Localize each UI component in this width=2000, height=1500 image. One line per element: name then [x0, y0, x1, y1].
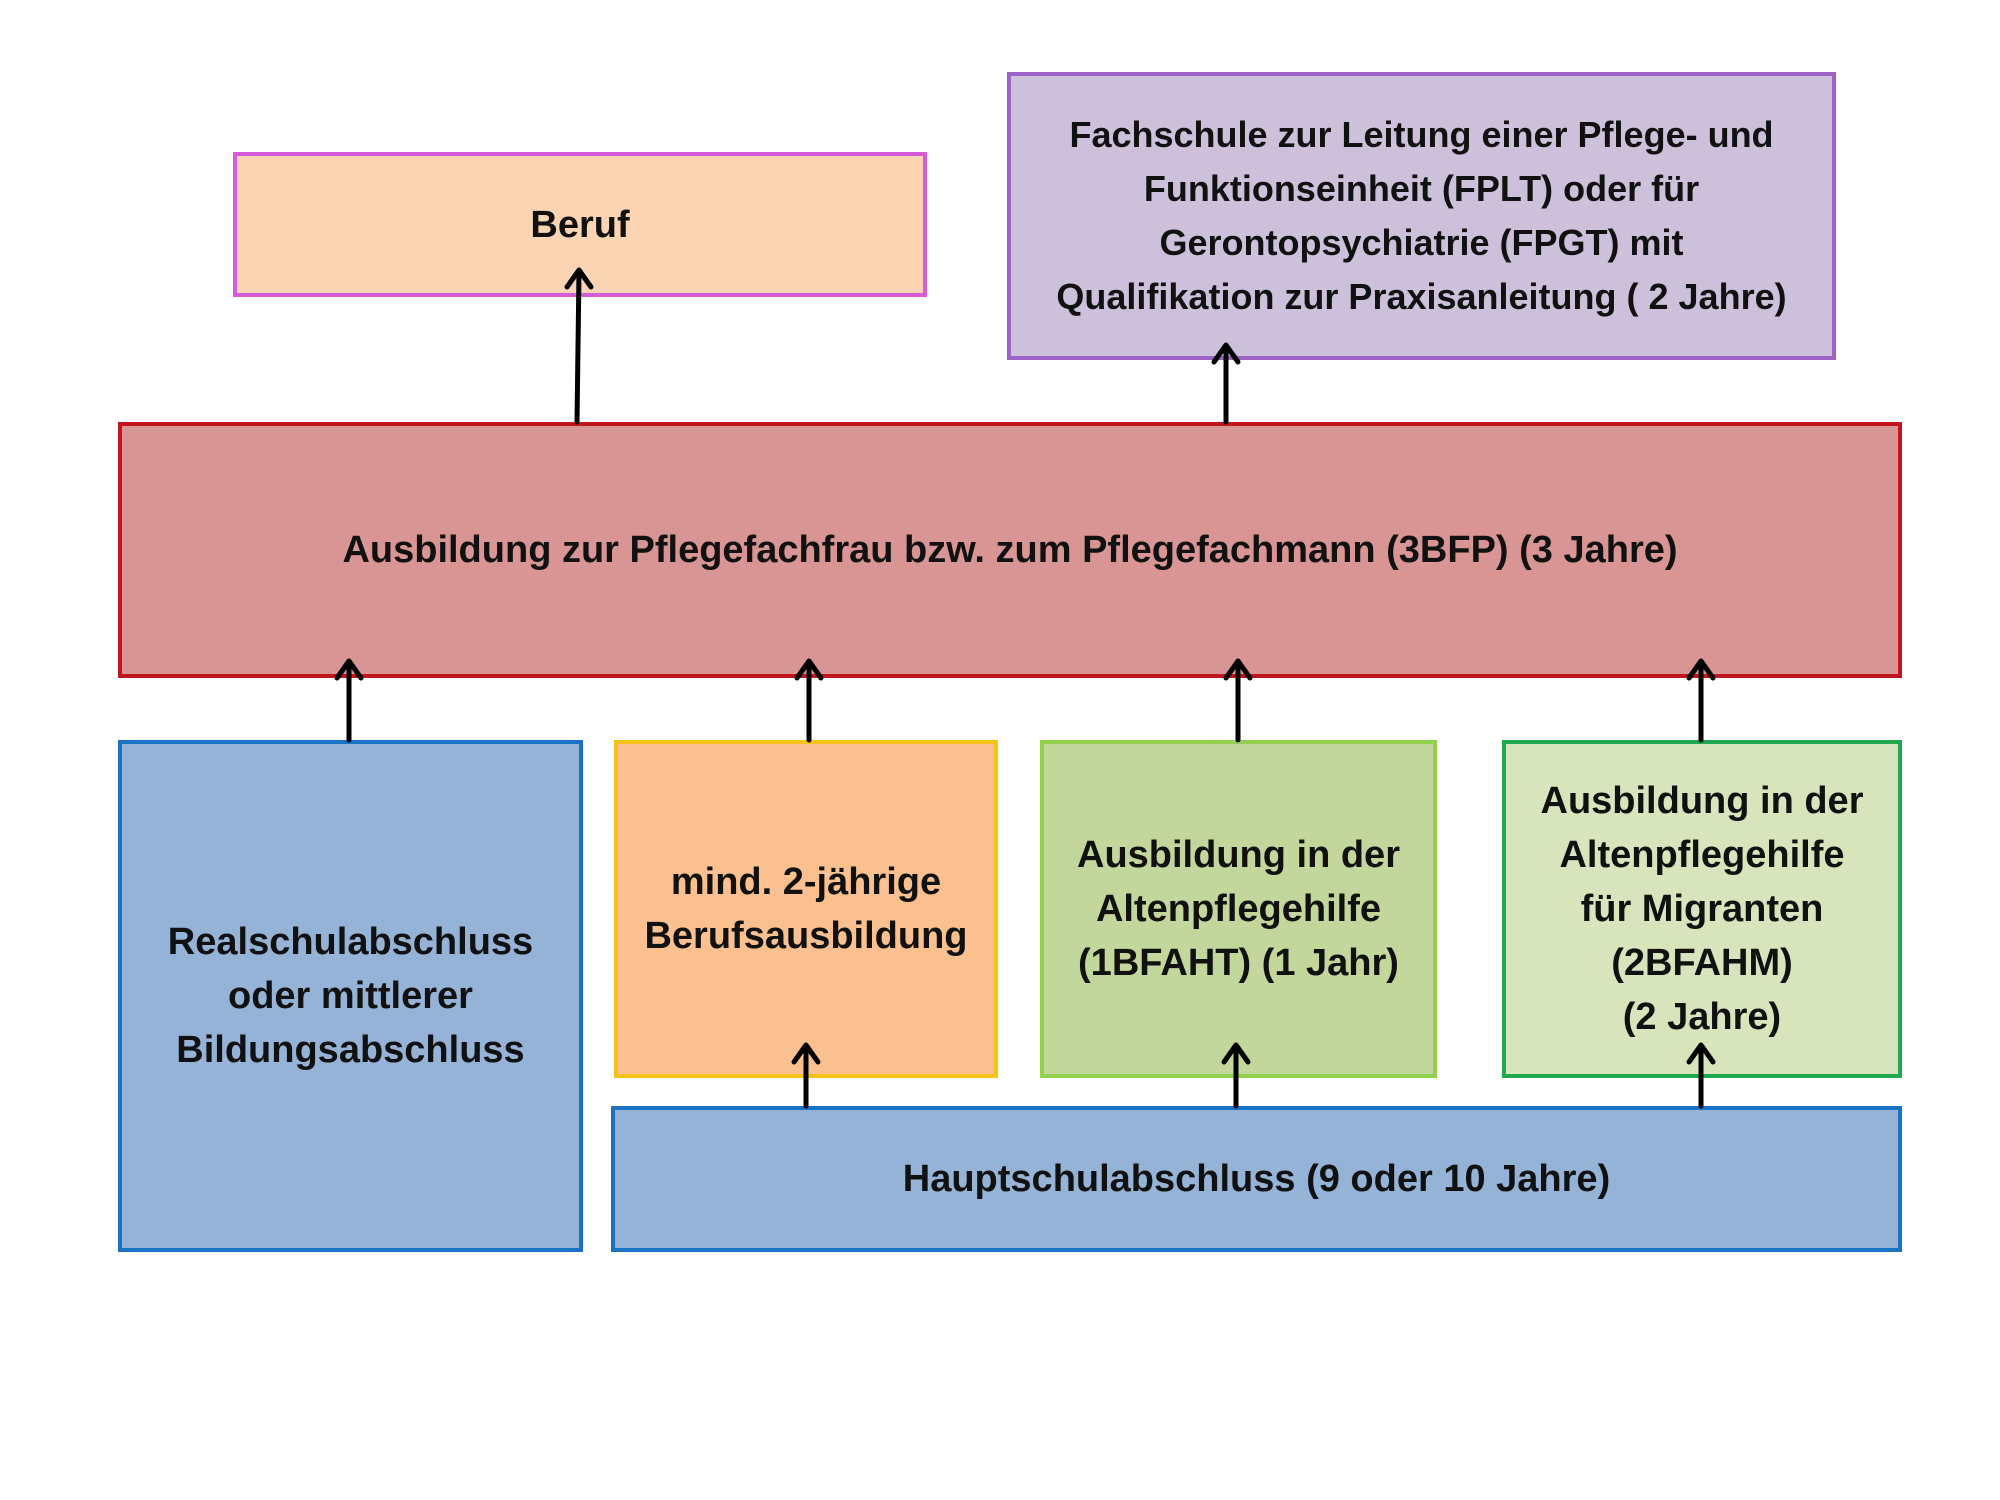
berufsausbildung-label: mind. 2-jährige Berufsausbildung — [644, 861, 968, 957]
altenpflegehilfe-label: Ausbildung in der Altenpflegehilfe (1BFA… — [1077, 834, 1400, 984]
pflegefachfrau-ausbildung-box: Ausbildung zur Pflegefachfrau bzw. zum P… — [118, 422, 1902, 678]
realschulabschluss-label: Realschulabschluss oder mittlerer Bildun… — [167, 921, 534, 1071]
beruf-label: Beruf — [530, 203, 630, 246]
altenpflegehilfe-migranten-box: Ausbildung in der Altenpflegehilfe für M… — [1502, 740, 1902, 1078]
altenpflegehilfe-box: Ausbildung in der Altenpflegehilfe (1BFA… — [1040, 740, 1437, 1078]
hauptschulabschluss-box: Hauptschulabschluss (9 oder 10 Jahre) — [611, 1106, 1902, 1252]
realschulabschluss-box: Realschulabschluss oder mittlerer Bildun… — [118, 740, 583, 1252]
fachschule-label: Fachschule zur Leitung einer Pflege- und… — [1056, 114, 1787, 317]
berufsausbildung-box: mind. 2-jährige Berufsausbildung — [614, 740, 998, 1078]
hauptschulabschluss-label: Hauptschulabschluss (9 oder 10 Jahre) — [902, 1158, 1611, 1200]
altenpflegehilfe-migranten-label: Ausbildung in der Altenpflegehilfe für M… — [1540, 780, 1864, 1038]
fachschule-box: Fachschule zur Leitung einer Pflege- und… — [1007, 72, 1836, 360]
beruf-box: Beruf — [233, 152, 927, 297]
pflegefachfrau-ausbildung-label: Ausbildung zur Pflegefachfrau bzw. zum P… — [342, 529, 1678, 571]
